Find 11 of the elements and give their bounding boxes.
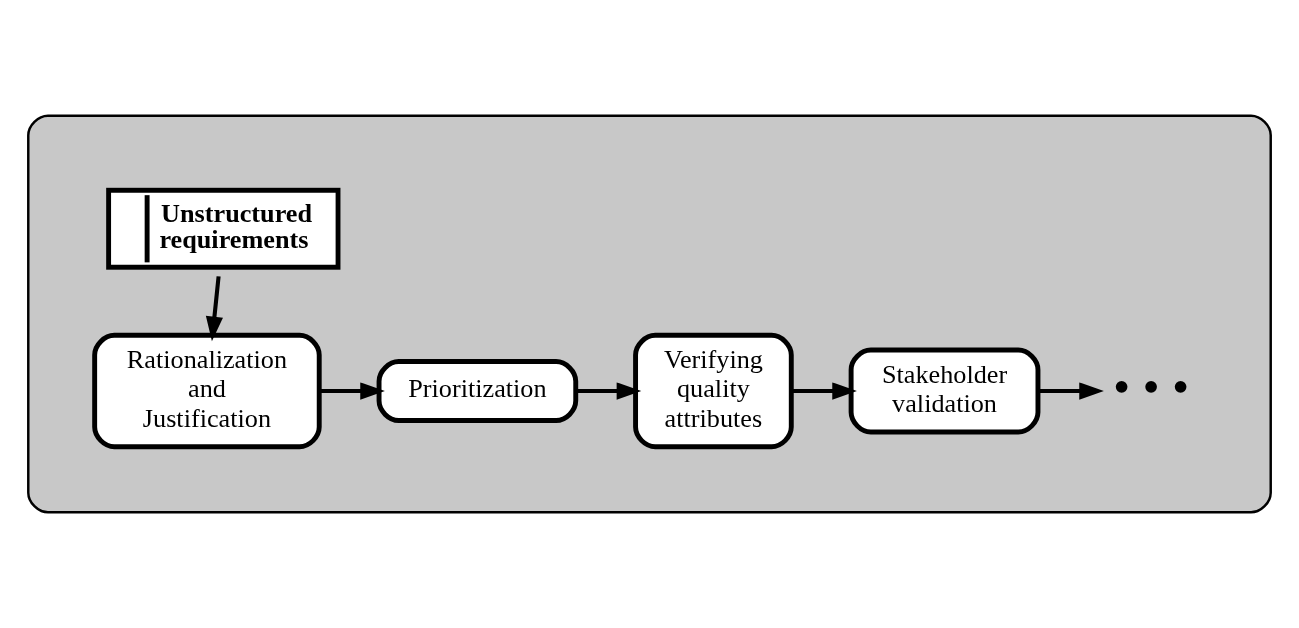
arrow [576,382,642,400]
arrow [1038,382,1104,400]
arrow [791,382,857,400]
node-box: Verifying quality attributes [633,332,794,450]
node-box: Rationalization and Justification [92,332,322,450]
node-box: Prioritization [376,359,579,423]
node-box: Stakeholder validation [848,347,1041,435]
arrow [319,382,385,400]
arrow [205,276,223,342]
cluster [27,114,1272,514]
node-text: • • • [1112,359,1190,415]
